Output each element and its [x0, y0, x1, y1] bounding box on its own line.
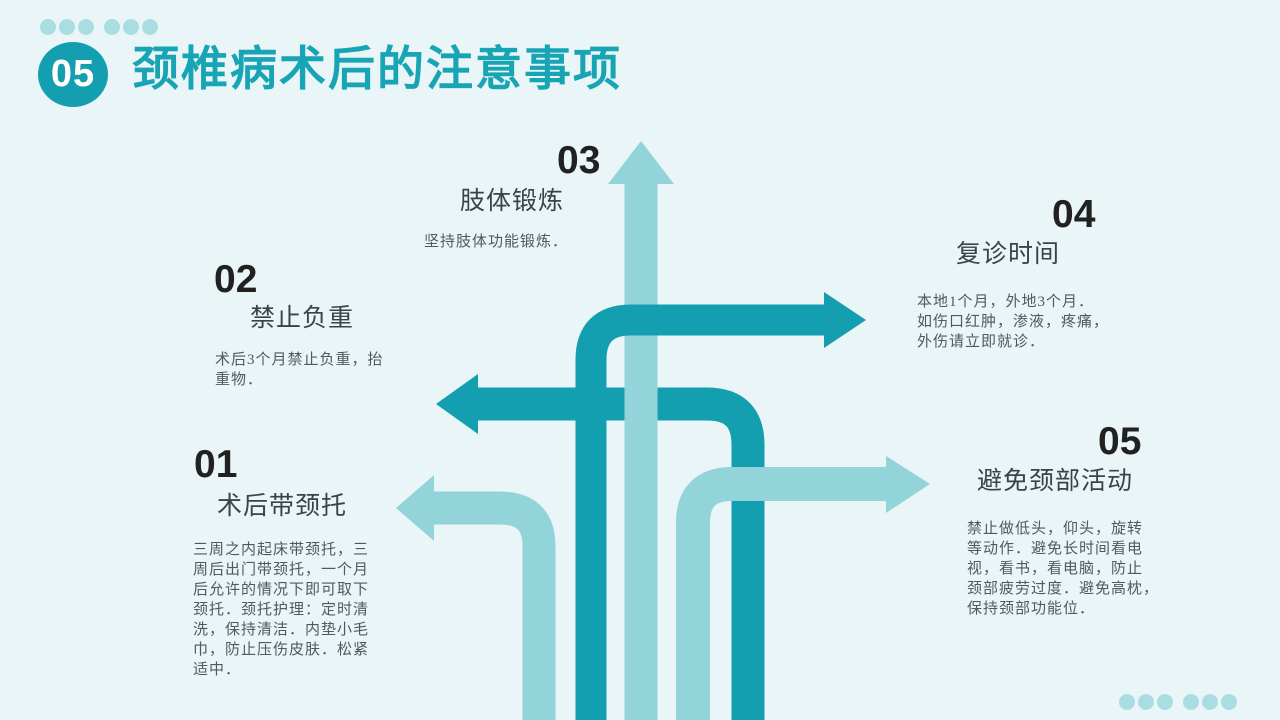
section-05-body: 禁止做低头，仰头，旋转 等动作．避免长时间看电 视，看书，看电脑，防止 颈部疲劳… — [967, 521, 1160, 617]
section-01-body: 三周之内起床带颈托，三 周后出门带颈托，一个月 后允许的情况下即可取下 颈托．颈… — [193, 542, 370, 678]
section-05-title: 避免颈部活动 — [977, 468, 1134, 495]
arrow-03-up-light-icon — [608, 141, 674, 720]
dot-icon — [1202, 694, 1218, 710]
section-04-body: 本地1个月，外地3个月． 如伤口红肿，渗液，疼痛， 外伤请立即就诊． — [917, 294, 1110, 350]
decor-dots-top-left — [40, 19, 158, 35]
section-03-title: 肢体锻炼 — [460, 188, 565, 215]
section-05-number: 05 — [1098, 420, 1142, 463]
dot-icon — [104, 19, 120, 35]
dot-icon — [40, 19, 56, 35]
section-03-body: 坚持肢体功能锻炼． — [424, 234, 569, 250]
arrow-05-right-light-icon — [676, 456, 930, 720]
decor-dots-bottom-right — [1119, 694, 1237, 710]
dot-icon — [59, 19, 75, 35]
arrow-02-left-dark-icon — [436, 374, 765, 720]
section-02-title: 禁止负重 — [250, 305, 355, 332]
arrow-04-right-dark-icon — [575, 292, 866, 720]
dot-icon — [1138, 694, 1154, 710]
arrow-01-left-light-icon — [396, 475, 556, 720]
dot-icon — [1183, 694, 1199, 710]
section-01-title: 术后带颈托 — [217, 493, 348, 520]
slide-number-badge: 05 — [38, 42, 108, 107]
dot-icon — [1157, 694, 1173, 710]
dot-icon — [78, 19, 94, 35]
section-04-number: 04 — [1052, 193, 1096, 236]
page-title: 颈椎病术后的注意事项 — [132, 44, 622, 96]
section-02-body: 术后3个月禁止负重，抬 重物． — [215, 352, 384, 388]
dot-icon — [1221, 694, 1237, 710]
dot-icon — [142, 19, 158, 35]
section-04-title: 复诊时间 — [956, 241, 1061, 268]
dot-icon — [1119, 694, 1135, 710]
section-03-number: 03 — [557, 139, 601, 182]
dot-icon — [123, 19, 139, 35]
section-01-number: 01 — [194, 443, 238, 486]
section-02-number: 02 — [214, 258, 258, 301]
